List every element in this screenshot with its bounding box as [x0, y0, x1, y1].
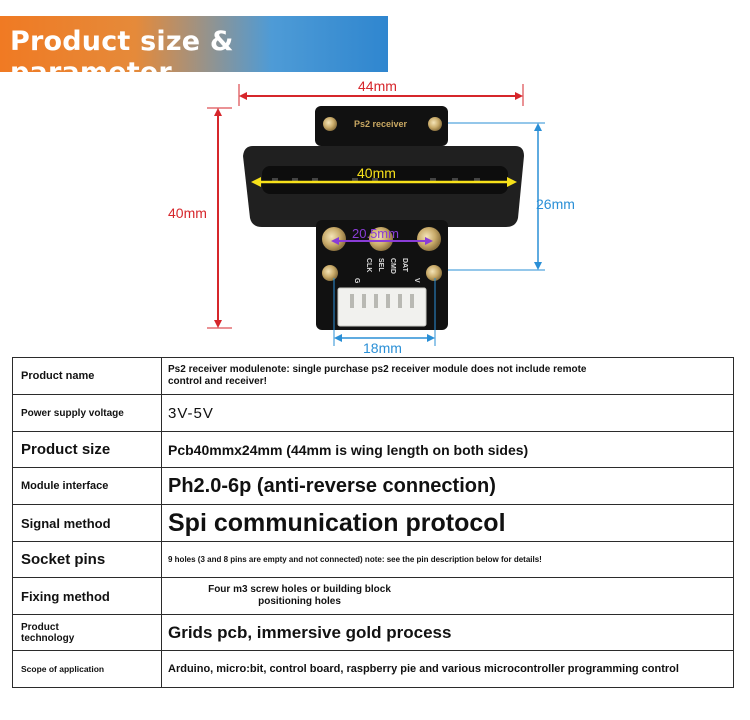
silkscreen-label: Ps2 receiver	[354, 119, 408, 129]
spec-value: Pcb40mmx24mm (44mm is wing length on bot…	[161, 431, 734, 468]
ph2-socket	[337, 287, 427, 327]
pcb-top	[315, 106, 448, 146]
dim-44mm: 44mm	[358, 78, 397, 94]
dim-20-5mm: 20.5mm	[352, 226, 399, 241]
pin-label-g: G	[353, 278, 360, 284]
table-row: Product technology Grids pcb, immersive …	[12, 614, 734, 651]
spec-value: Spi communication protocol	[161, 504, 734, 542]
table-row: Product size Pcb40mmx24mm (44mm is wing …	[12, 431, 734, 468]
spec-label: Scope of application	[12, 650, 162, 688]
table-row: Module interface Ph2.0-6p (anti-reverse …	[12, 467, 734, 505]
title-banner: Product size & parameter	[0, 16, 388, 88]
pin-label-dat: DAT	[401, 258, 408, 273]
spec-value: Ps2 receiver modulenote: single purchase…	[161, 357, 734, 395]
dim-40mm-vertical: 40mm	[168, 205, 207, 221]
spec-label: Product name	[12, 357, 162, 395]
table-row: Scope of application Arduino, micro:bit,…	[12, 650, 734, 688]
pin-label-cmd: CMD	[389, 258, 396, 274]
pin-label-v: V	[413, 278, 420, 283]
spec-value: Grids pcb, immersive gold process	[161, 614, 734, 651]
spec-value: Arduino, micro:bit, control board, raspb…	[161, 650, 734, 688]
dim-26mm: 26mm	[536, 196, 575, 212]
spec-label: Product size	[12, 431, 162, 468]
mount-hole-top-left	[323, 117, 337, 131]
mount-hole-bottom-right	[426, 265, 442, 281]
dim-40mm-connector: 40mm	[357, 165, 396, 181]
spec-label: Signal method	[12, 504, 162, 542]
spec-label: Module interface	[12, 467, 162, 505]
table-row: Signal method Spi communication protocol	[12, 504, 734, 542]
spec-label: Power supply voltage	[12, 394, 162, 432]
spec-label: Socket pins	[12, 541, 162, 578]
pin-label-clk: CLK	[365, 258, 372, 272]
pin-labels: G CLK SEL CMD DAT V	[353, 258, 420, 284]
table-row: Socket pins 9 holes (3 and 8 pins are em…	[12, 541, 734, 578]
table-row: Fixing method Four m3 screw holes or bui…	[12, 577, 734, 615]
dim-18mm: 18mm	[363, 340, 402, 356]
spec-value: Four m3 screw holes or building block po…	[161, 577, 734, 615]
spec-value: 3V-5V	[161, 394, 734, 432]
mount-hole-bottom-left	[322, 265, 338, 281]
spec-label: Product technology	[12, 614, 162, 651]
pin-label-sel: SEL	[377, 258, 384, 272]
pad-right	[417, 227, 441, 251]
page-title: Product size & parameter	[10, 26, 234, 88]
mount-hole-top-right	[428, 117, 442, 131]
socket-pins	[350, 294, 414, 308]
spec-value: 9 holes (3 and 8 pins are empty and not …	[161, 541, 734, 578]
table-row: Power supply voltage 3V-5V	[12, 394, 734, 432]
spec-value: Ph2.0-6p (anti-reverse connection)	[161, 467, 734, 505]
spec-label: Fixing method	[12, 577, 162, 615]
product-dimension-diagram: Ps2 receiver G CLK SEL CMD DAT V 44mm 40…	[168, 78, 575, 356]
pad-left	[322, 227, 346, 251]
spec-table: Product name Ps2 receiver modulenote: si…	[12, 357, 734, 688]
table-row: Product name Ps2 receiver modulenote: si…	[12, 357, 734, 395]
